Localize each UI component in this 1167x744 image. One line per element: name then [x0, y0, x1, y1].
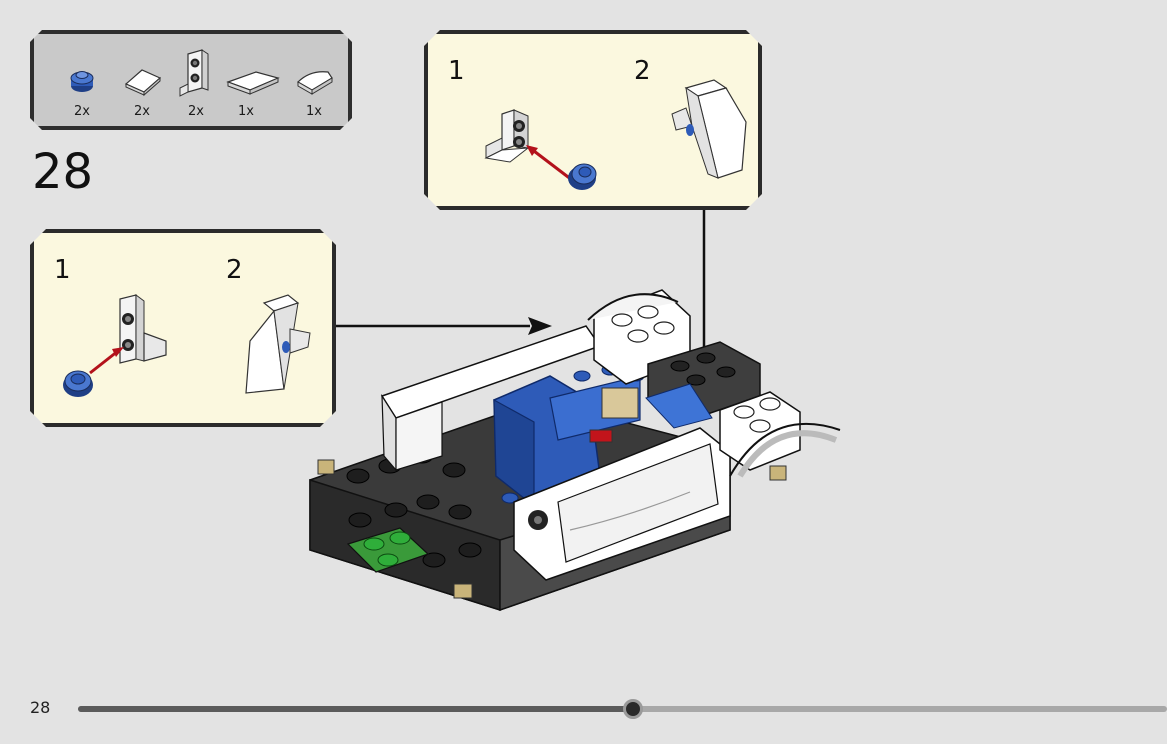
- white-slope-tile-icon: [122, 48, 166, 98]
- sub-step-number: 2: [226, 255, 243, 285]
- part-item: 1x: [286, 42, 342, 122]
- car-chassis-model-illustration: [309, 289, 841, 612]
- sub-assembly-callout-top: 1 2: [424, 30, 762, 210]
- parts-list-box: 2x 2x 2x 1x 1x: [30, 30, 352, 130]
- sub-step-number: 2: [634, 56, 651, 86]
- bracket-attach-diagram: [482, 74, 612, 194]
- arrowhead-icon: [528, 317, 552, 335]
- blue-round-plate-icon: [62, 48, 102, 98]
- part-quantity: 2x: [188, 104, 204, 119]
- sub-step-number: 1: [54, 255, 71, 285]
- progress-fill: [78, 706, 634, 712]
- white-wedge-tile-icon: [226, 48, 282, 98]
- part-quantity: 1x: [306, 104, 322, 119]
- part-quantity: 1x: [238, 104, 254, 119]
- part-item: 2x: [114, 42, 170, 122]
- progress-knob-icon: [623, 699, 644, 719]
- sub-assembly-callout-left: 1 2: [30, 229, 336, 427]
- white-bracket-plate-icon: [176, 48, 220, 102]
- slope-attach-diagram: [664, 74, 754, 194]
- white-curved-slope-icon: [294, 48, 338, 98]
- sub-step-number: 1: [448, 56, 465, 86]
- page-number: 28: [30, 698, 51, 717]
- part-quantity: 2x: [74, 104, 90, 119]
- part-quantity: 2x: [134, 104, 150, 119]
- step-number: 28: [32, 144, 94, 200]
- slope-attach-diagram: [234, 289, 324, 409]
- part-item: 1x: [218, 42, 274, 122]
- progress-bar: [78, 699, 1167, 719]
- bracket-attach-diagram: [56, 289, 186, 409]
- part-item: 2x: [168, 42, 224, 122]
- part-item: 2x: [54, 42, 110, 122]
